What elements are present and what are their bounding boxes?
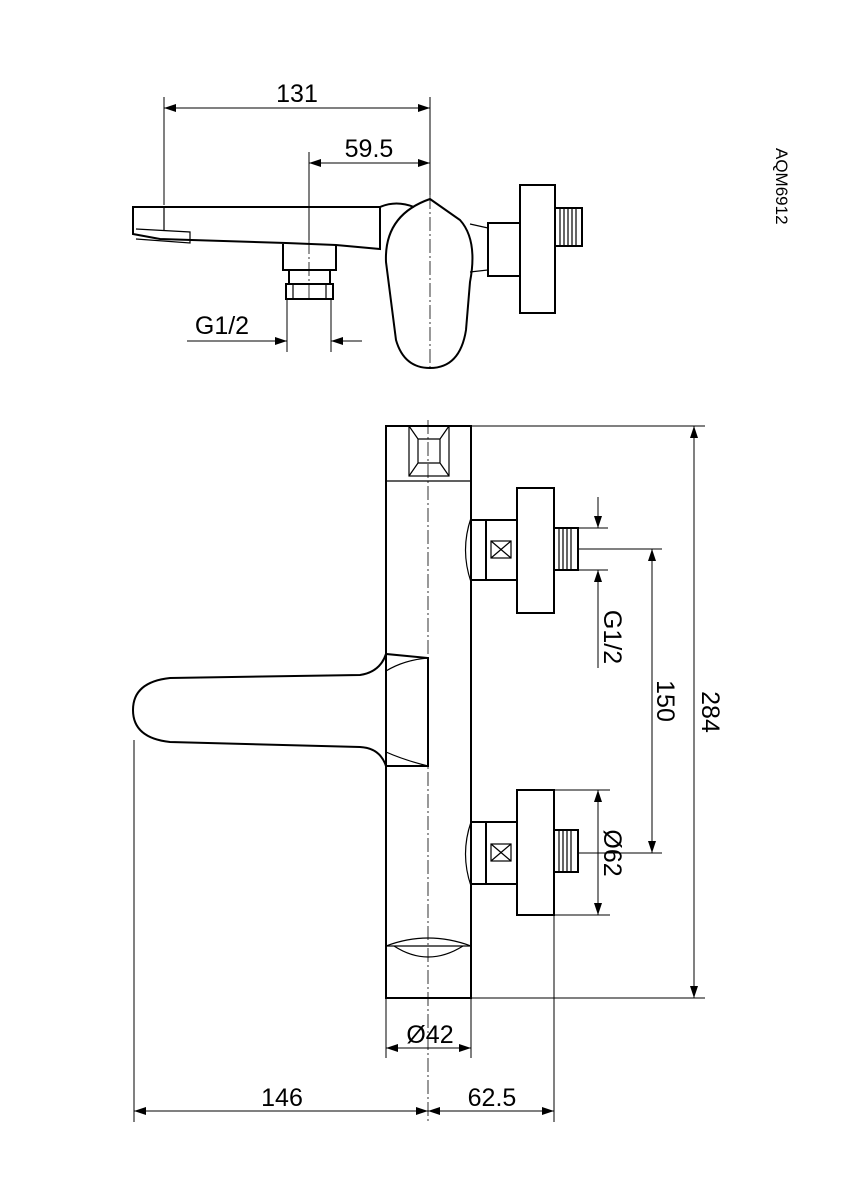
dim-wall-offset: 62.5 <box>468 1084 517 1112</box>
dim-outlet-offset: 59.5 <box>345 135 394 163</box>
mixer-spout <box>131 652 429 767</box>
dim-depth-overall: 131 <box>276 80 318 108</box>
wall-flange-top <box>519 184 556 314</box>
dim-body-diameter: Ø42 <box>406 1021 453 1049</box>
dim-inlet-thread: G1/2 <box>598 610 626 664</box>
dim-spout-length: 146 <box>261 1084 303 1112</box>
lower-inlet <box>464 789 579 916</box>
front-view: 284 150 G1/2 Ø62 Ø42 146 62.5 <box>131 420 724 1122</box>
top-view: 131 59.5 G1/2 <box>132 80 583 370</box>
drawing-code: AQM6912 <box>772 148 791 225</box>
top-view-spout <box>132 206 381 251</box>
shower-outlet <box>282 244 337 271</box>
dim-height-overall: 284 <box>696 691 724 733</box>
upper-wall-flange <box>516 487 555 614</box>
dim-outlet-thread: G1/2 <box>195 312 249 340</box>
upper-inlet <box>464 487 579 614</box>
body-cap <box>408 425 450 477</box>
mixer-handle <box>384 197 474 370</box>
lower-wall-flange <box>516 789 555 916</box>
dim-flange-diameter: Ø62 <box>598 829 626 876</box>
dim-inlet-centers: 150 <box>651 680 679 722</box>
